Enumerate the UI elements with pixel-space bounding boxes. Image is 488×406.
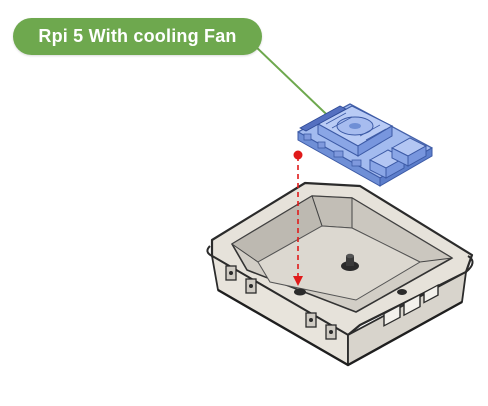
standoff-right [397, 289, 407, 295]
rpi-5-board [298, 104, 432, 186]
enclosure-base [207, 183, 472, 365]
mount-point-marker [294, 151, 303, 160]
callout-label: Rpi 5 With cooling Fan [13, 18, 262, 55]
standoff-left [294, 289, 306, 296]
